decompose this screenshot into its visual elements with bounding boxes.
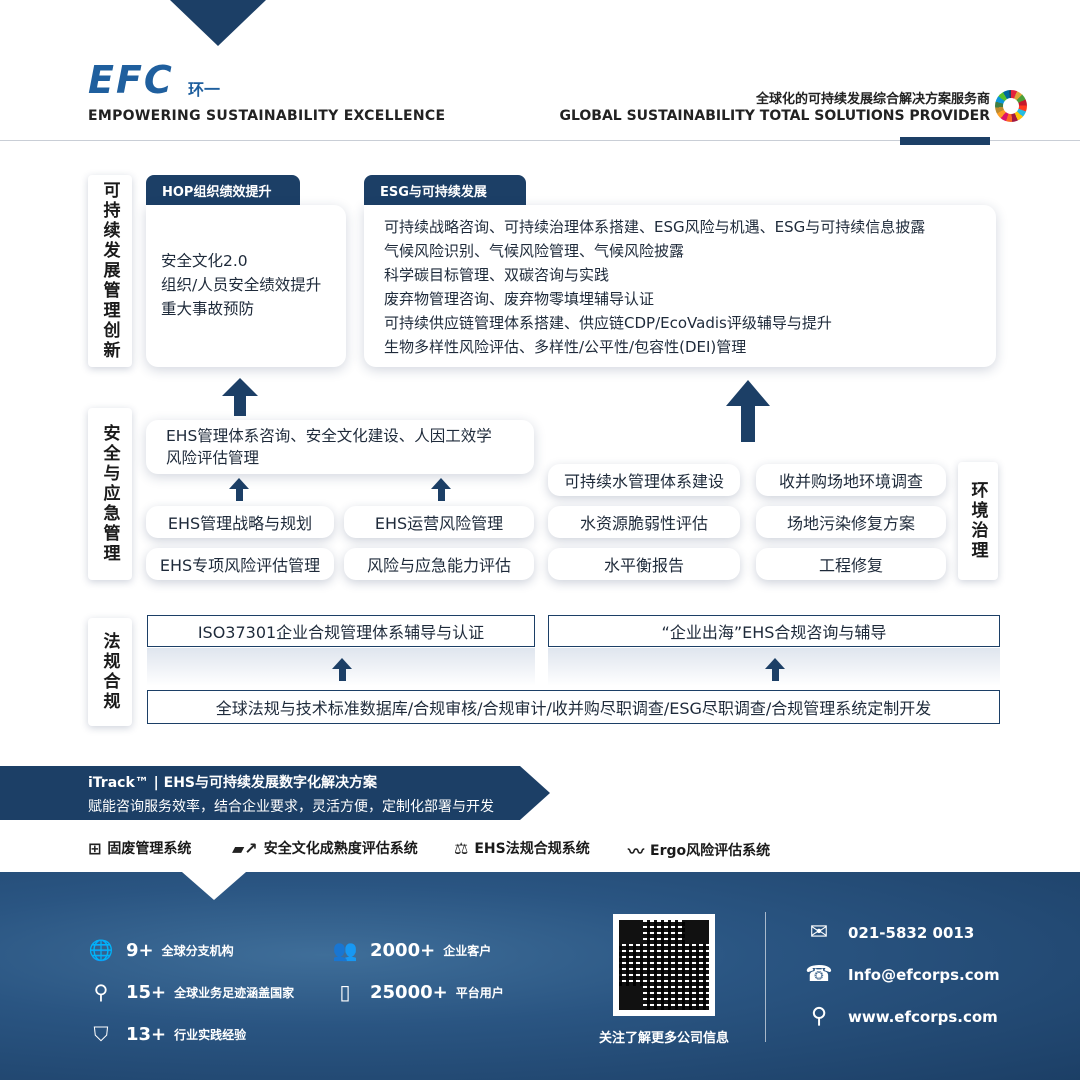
box-overseas-compliance: “企业出海”EHS合规咨询与辅导: [548, 615, 1000, 647]
system-safety-culture: ▰↗ 安全文化成熟度评估系统: [232, 838, 418, 858]
provider-en: GLOBAL SUSTAINABILITY TOTAL SOLUTIONS PR…: [559, 108, 990, 124]
itrack-subtitle: 赋能咨询服务效率，结合企业要求，灵活方便，定制化部署与开发: [88, 799, 494, 815]
pill-site-remediation-plan: 场地污染修复方案: [756, 506, 946, 538]
globe-pin-icon: 🌐: [88, 938, 114, 962]
esg-item: 可持续战略咨询、可持续治理体系搭建、ESG风险与机遇、ESG与可持续信息披露: [384, 218, 926, 236]
label-safety: 安全与应急管理: [88, 408, 132, 580]
telephone-icon: ☎: [805, 962, 833, 987]
card-hop: 安全文化2.0 组织/人员安全绩效提升 重大事故预防: [146, 205, 346, 367]
label-environment: 环境治理: [958, 462, 998, 580]
up-arrow-icon: [765, 658, 785, 681]
shield-badge-icon: ⛉: [93, 1022, 109, 1046]
pill-ehs-special-risk: EHS专项风险评估管理: [146, 548, 334, 580]
tagline: EMPOWERING SUSTAINABILITY EXCELLENCE: [88, 108, 446, 124]
stat-platform-users: ▯ 25000+ 平台用户: [332, 980, 503, 1004]
up-arrow-icon: [229, 478, 249, 501]
stat-branches: 🌐 9+ 全球分支机构: [88, 938, 234, 962]
up-arrow-icon: [726, 380, 770, 442]
up-arrow-icon: [332, 658, 352, 681]
esg-item: 可持续供应链管理体系搭建、供应链CDP/EcoVadis评级辅导与提升: [384, 314, 832, 332]
label-compliance: 法规合规: [88, 618, 132, 726]
hop-item: 安全文化2.0: [161, 252, 248, 270]
pill-water-management: 可持续水管理体系建设: [548, 464, 740, 496]
pill-water-balance: 水平衡报告: [548, 548, 740, 580]
pill-water-vulnerability: 水资源脆弱性评估: [548, 506, 740, 538]
qr-code[interactable]: [613, 914, 715, 1016]
top-notch-decoration: [170, 0, 266, 46]
itrack-banner: [0, 766, 550, 820]
search-icon: ⚲: [810, 1004, 828, 1029]
header-divider: [0, 140, 1080, 141]
card-esg: 可持续战略咨询、可持续治理体系搭建、ESG风险与机遇、ESG与可持续信息披露 气…: [364, 205, 996, 367]
pill-ehs-operation-risk: EHS运营风险管理: [344, 506, 534, 538]
pill-engineering-remediation: 工程修复: [756, 548, 946, 580]
provider-cn: 全球化的可持续发展综合解决方案服务商: [755, 92, 990, 107]
stat-clients: 👥 2000+ 企业客户: [332, 938, 492, 962]
system-ehs-compliance: ⚖ EHS法规合规系统: [454, 838, 590, 858]
footer-divider: [765, 912, 766, 1042]
esg-item: 废弃物管理咨询、废弃物零填埋辅导认证: [384, 290, 655, 308]
pill-site-investigation: 收并购场地环境调查: [756, 464, 946, 496]
pill-emergency-capability: 风险与应急能力评估: [344, 548, 534, 580]
up-arrow-icon: [431, 478, 451, 501]
box-global-regulations: 全球法规与技术标准数据库/合规审核/合规审计/收并购尽职调查/ESG尽职调查/合…: [147, 690, 1000, 724]
system-ergo-risk: 〰 Ergo风险评估系统: [628, 838, 770, 862]
hop-item: 重大事故预防: [161, 300, 255, 318]
ehs-system-line: EHS管理体系咨询、安全文化建设、人因工效学: [166, 427, 492, 445]
contact-phone[interactable]: ✉ 021-5832 0013: [804, 920, 974, 945]
mail-icon: ✉: [809, 920, 829, 945]
trend-chart-icon: ▰↗: [232, 838, 258, 858]
stat-experience: ⛉ 13+ 行业实践经验: [88, 1022, 247, 1046]
header-accent-bar: [900, 137, 990, 145]
itrack-title: iTrack™ | EHS与可持续发展数字化解决方案: [88, 775, 377, 791]
tab-hop: HOP组织绩效提升: [146, 175, 300, 205]
esg-item: 气候风险识别、气候风险管理、气候风险披露: [384, 242, 685, 260]
footer-background: [0, 872, 1080, 1080]
hop-item: 组织/人员安全绩效提升: [161, 276, 322, 294]
esg-item: 科学碳目标管理、双碳咨询与实践: [384, 266, 610, 284]
grid-apps-icon: ⊞: [88, 838, 102, 858]
ehs-system-line: 风险评估管理: [166, 449, 260, 467]
up-arrow-icon: [222, 378, 258, 416]
box-iso37301: ISO37301企业合规管理体系辅导与认证: [147, 615, 535, 647]
contact-website[interactable]: ⚲ www.efcorps.com: [804, 1004, 998, 1029]
users-icon: 👥: [332, 938, 358, 962]
label-innovation: 可持续发展管理创新: [88, 175, 132, 367]
esg-item: 生物多样性风险评估、多样性/公平性/包容性(DEI)管理: [384, 338, 747, 356]
phone-icon: ▯: [339, 980, 351, 1004]
stat-countries: ⚲ 15+ 全球业务足迹涵盖国家: [88, 980, 294, 1004]
system-solid-waste: ⊞ 固废管理系统: [88, 838, 192, 858]
efc-logo: EFC: [88, 58, 174, 102]
gavel-icon: ⚖: [454, 838, 469, 858]
pill-ehs-strategy: EHS管理战略与规划: [146, 506, 334, 538]
tab-esg: ESG与可持续发展: [364, 175, 526, 205]
map-pin-icon: ⚲: [93, 980, 109, 1004]
logo-chinese: 环一: [188, 80, 221, 99]
contact-email[interactable]: ☎ Info@efcorps.com: [805, 962, 1000, 987]
qr-caption: 关注了解更多公司信息: [598, 1031, 729, 1046]
pulse-icon: 〰: [628, 842, 645, 861]
card-ehs-system: EHS管理体系咨询、安全文化建设、人因工效学 风险评估管理: [146, 420, 534, 474]
sdg-wheel-icon: [995, 90, 1027, 122]
